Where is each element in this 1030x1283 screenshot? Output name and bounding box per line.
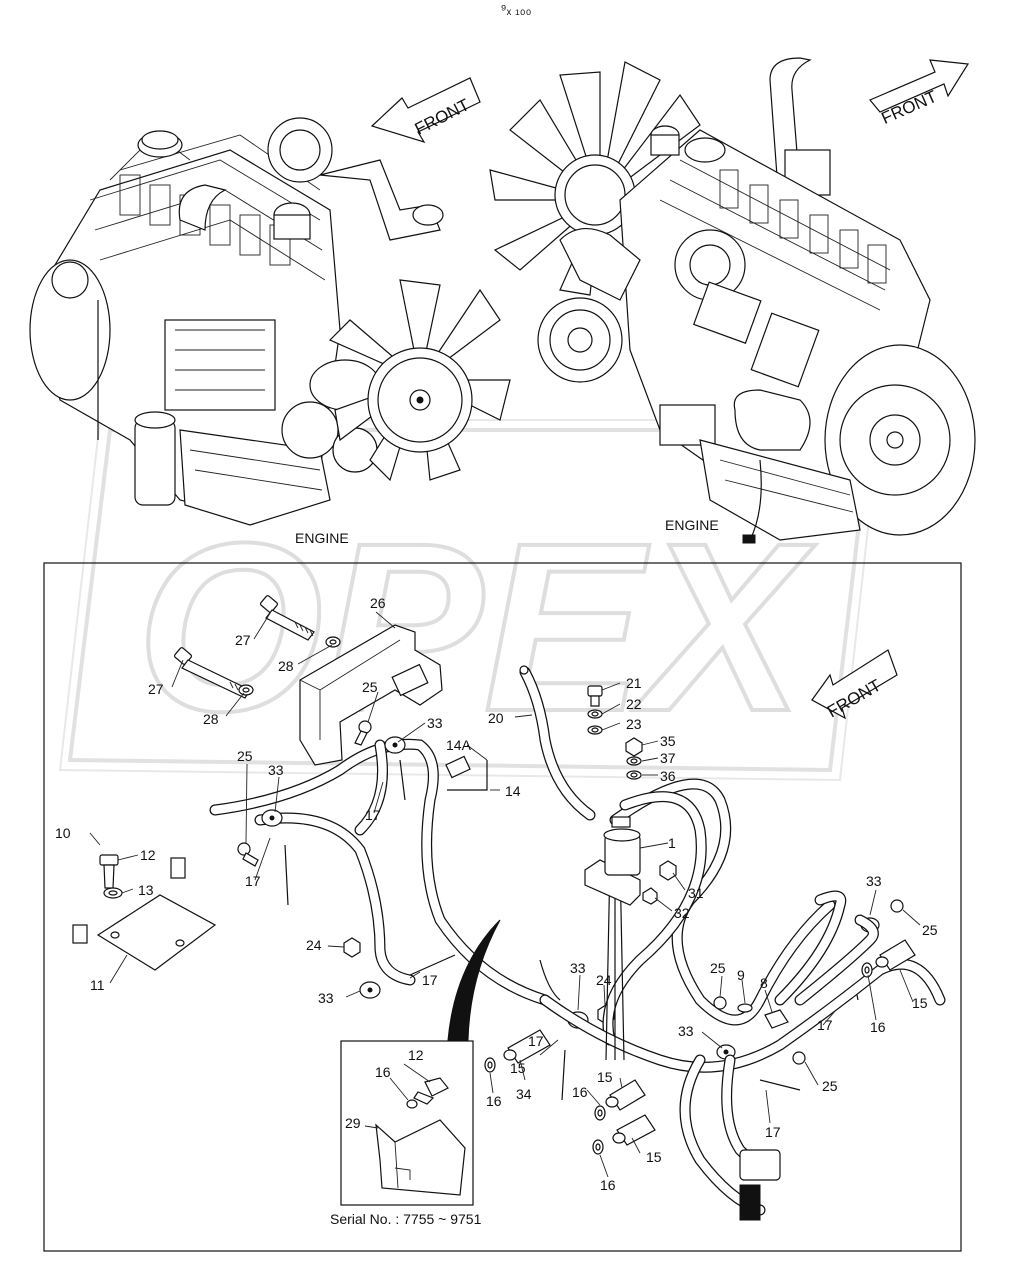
callouts: 1 8 9 10 11 12 12 13 14 14A 15 15 15 15 … [55, 595, 938, 1193]
callout-15-b: 15 [597, 1069, 613, 1085]
right-engine-caption: ENGINE [665, 517, 719, 533]
callout-11: 11 [90, 977, 105, 993]
page-top-mark: ⁹ₓ ₁₀₀ [501, 1, 532, 17]
front-arrow-right: FRONT [869, 59, 970, 128]
hose-20 [519, 665, 596, 821]
pipe-10 [72, 817, 186, 944]
front-arrow-left: FRONT [370, 77, 481, 144]
callout-33-c: 33 [318, 990, 334, 1006]
callout-12-inset: 12 [408, 1047, 424, 1063]
callout-17-b: 17 [245, 873, 261, 889]
bolt-25-set [237, 720, 904, 1065]
callout-10: 10 [55, 825, 71, 841]
callout-21: 21 [626, 675, 642, 691]
callout-31: 31 [688, 885, 704, 901]
inset-pointer [447, 919, 501, 1041]
callout-33-e: 33 [678, 1023, 694, 1039]
callout-16-e: 16 [375, 1064, 391, 1080]
hose-17-main [209, 738, 551, 1006]
callout-15-a: 15 [912, 995, 928, 1011]
callout-15-d: 15 [510, 1060, 526, 1076]
callout-33-b: 33 [268, 762, 284, 778]
callout-36: 36 [660, 768, 676, 784]
callout-17-d: 17 [528, 1033, 544, 1049]
callout-37: 37 [660, 750, 676, 766]
plate-11 [96, 894, 217, 971]
right-fan [489, 61, 701, 296]
washer-16-set [484, 962, 873, 1155]
callout-25-c: 25 [710, 960, 726, 976]
right-engine-illustration: FRONT [489, 57, 976, 544]
watermark: OPEX [58, 419, 882, 782]
callout-13: 13 [138, 882, 154, 898]
callout-33-a: 33 [427, 715, 443, 731]
callout-15-c: 15 [646, 1149, 662, 1165]
callout-16-c: 16 [600, 1177, 616, 1193]
callout-8: 8 [760, 975, 768, 991]
callout-16-a: 16 [486, 1093, 502, 1109]
callout-25-d: 25 [922, 922, 938, 938]
left-engine-caption: ENGINE [295, 530, 349, 546]
callout-24-a: 24 [306, 937, 322, 953]
callout-25-a: 25 [362, 679, 378, 695]
callout-33-d: 33 [570, 960, 586, 976]
leader-lines [89, 609, 921, 1178]
callout-17-e: 17 [765, 1124, 781, 1140]
callout-14: 14 [505, 783, 521, 799]
watermark-text: OPEX [137, 493, 817, 761]
callout-32: 32 [674, 905, 690, 921]
callout-1: 1 [668, 835, 676, 851]
callout-33-f: 33 [866, 873, 882, 889]
callout-25-b: 25 [237, 748, 253, 764]
callout-17-c: 17 [422, 972, 438, 988]
callout-9: 9 [737, 967, 745, 983]
callout-25-e: 25 [822, 1078, 838, 1094]
callout-35: 35 [660, 733, 676, 749]
serial-number: Serial No. : 7755 ~ 9751 [330, 1211, 482, 1227]
wire-harness [539, 778, 946, 1221]
callout-20: 20 [488, 710, 504, 726]
bolt-27-upper [259, 595, 315, 641]
callout-17-f: 17 [817, 1017, 833, 1033]
clamp-33-set [261, 736, 880, 1060]
callout-28-a: 28 [278, 658, 294, 674]
callout-22: 22 [626, 696, 642, 712]
callout-26: 26 [370, 595, 386, 611]
callout-16-b: 16 [572, 1084, 588, 1100]
spacer-15-set [503, 939, 916, 1146]
callout-27-b: 27 [148, 681, 164, 697]
callout-29: 29 [345, 1115, 361, 1131]
callout-14a: 14A [446, 737, 472, 753]
callout-28-b: 28 [203, 711, 219, 727]
inset-box: Serial No. : 7755 ~ 9751 [330, 1040, 482, 1227]
relay-1 [584, 816, 641, 906]
left-engine-illustration: FRONT [29, 77, 511, 546]
callout-17-a: 17 [365, 807, 381, 823]
bracket-26 [299, 624, 443, 766]
callout-27-a: 27 [235, 632, 251, 648]
front-arrow-detail: FRONT [811, 649, 898, 721]
callout-24-b: 24 [596, 972, 612, 988]
callout-23: 23 [626, 716, 642, 732]
callout-16-d: 16 [870, 1019, 886, 1035]
callout-34: 34 [516, 1086, 532, 1102]
detail-frame [43, 562, 962, 1252]
callout-12-main: 12 [140, 847, 156, 863]
left-fan [328, 279, 511, 482]
